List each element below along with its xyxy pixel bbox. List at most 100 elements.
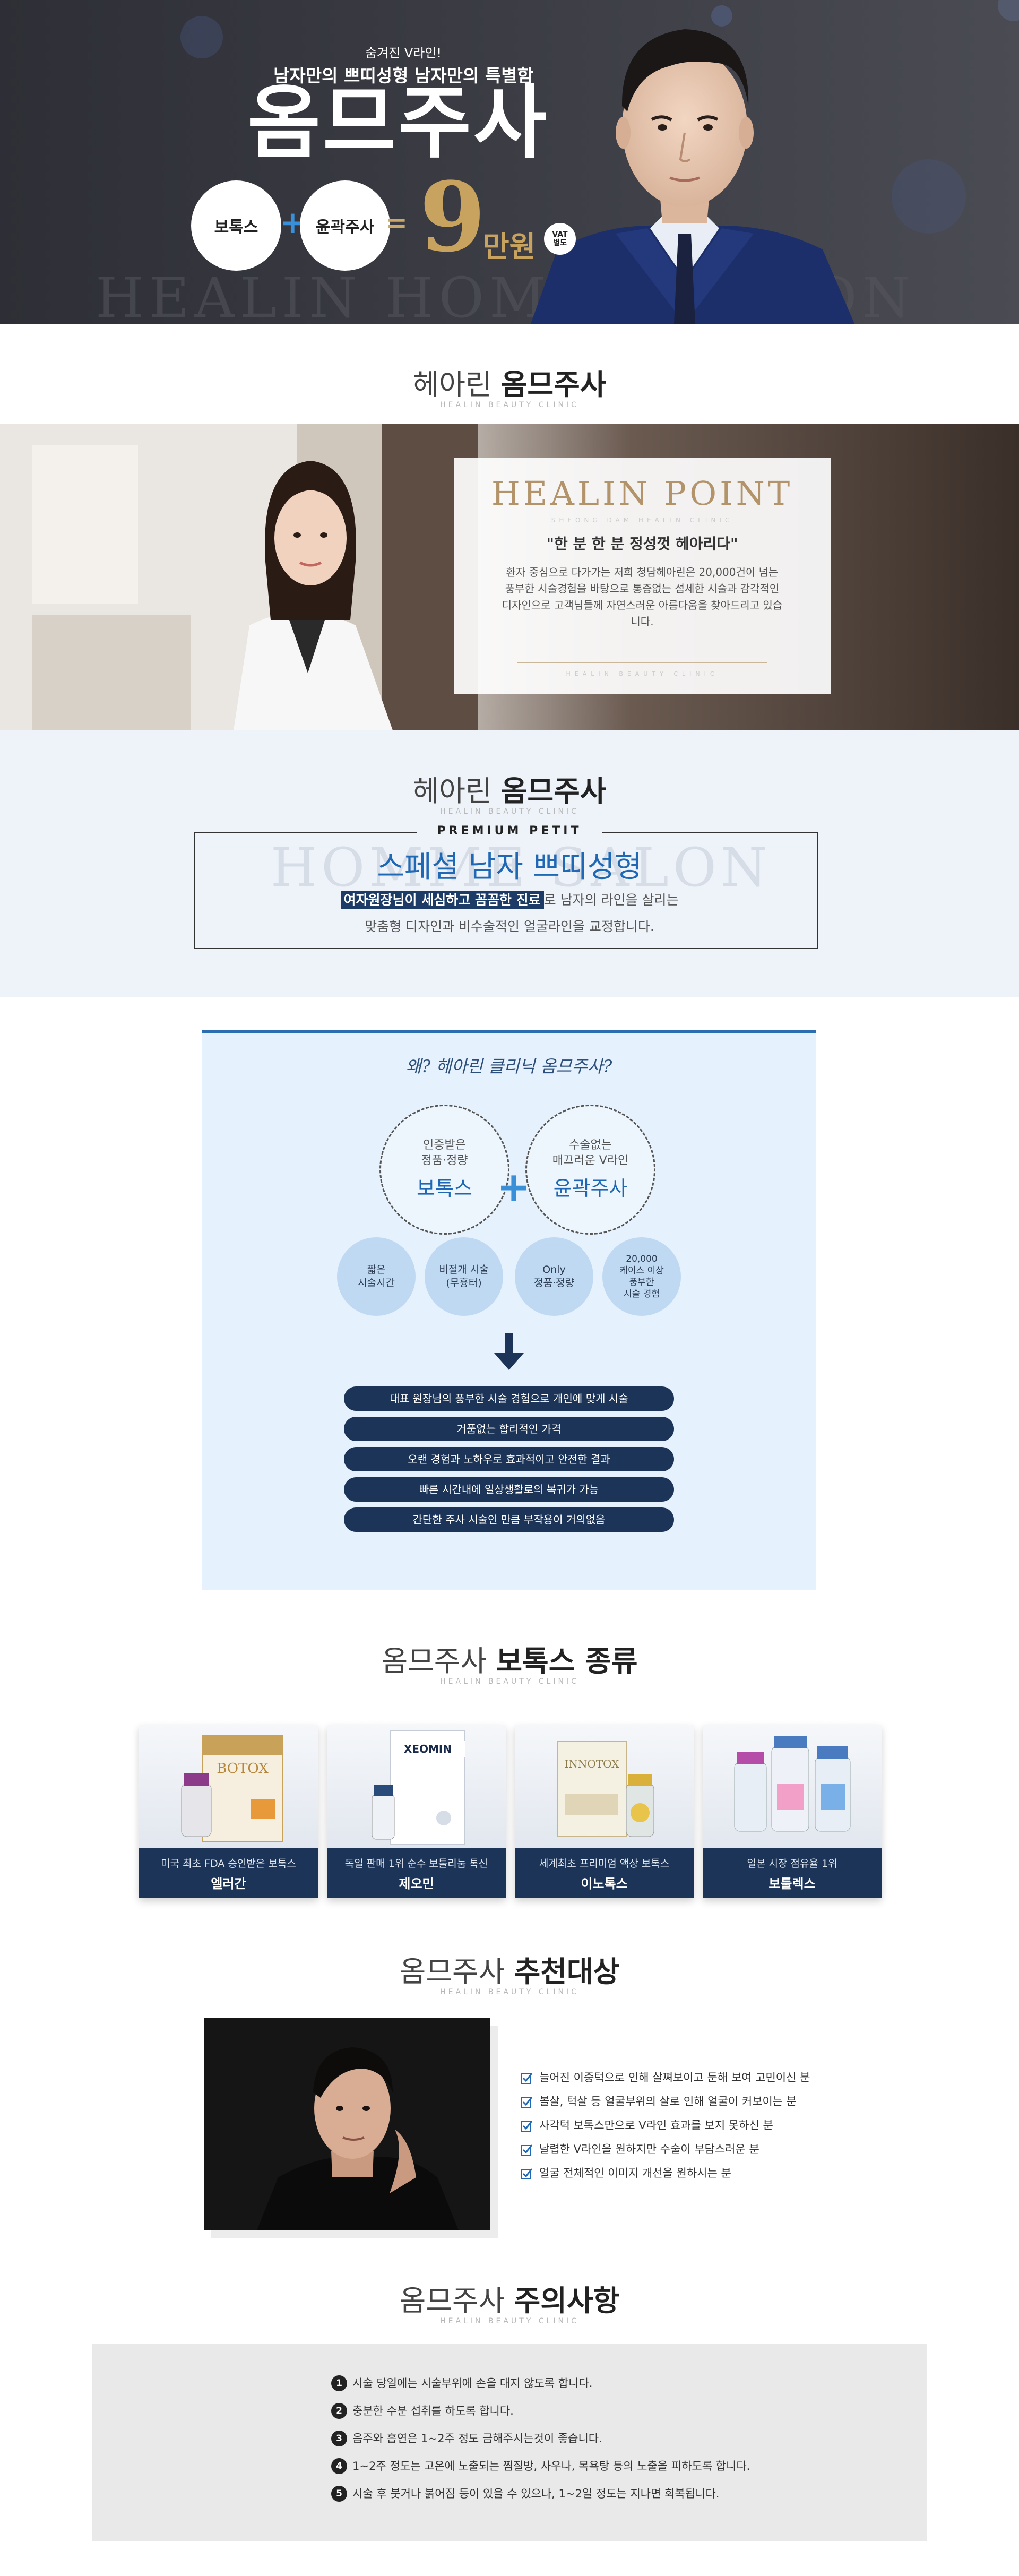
- why-homme-section: 왜? 헤아린 클리닉 옴므주사? 인증받은 정품·정량 보톡스 + 수술없는 매…: [202, 1030, 816, 1590]
- hero-item-contour: 윤곽주사: [300, 180, 390, 271]
- product-caption: 일본 시장 점유율 1위 보툴렉스: [703, 1848, 882, 1898]
- why-circle-botox-label: 보톡스: [417, 1176, 472, 1200]
- recommended-item-text: 볼살, 턱살 등 얼굴부위의 살로 인해 얼굴이 커보이는 분: [539, 2095, 797, 2108]
- benefit-pill: 거품없는 합리적인 가격: [344, 1417, 674, 1441]
- heading-bold: 추천대상: [514, 1955, 620, 1988]
- benefit-pill: 오랜 경험과 노하우로 효과적이고 안전한 결과: [344, 1447, 674, 1471]
- section-subheading: HEALIN BEAUTY CLINIC: [440, 2317, 579, 2325]
- checkbox-icon: [521, 2097, 533, 2108]
- recommended-model-photo: [204, 2018, 490, 2230]
- healin-point-description: 환자 중심으로 다가가는 저희 청담헤아린은 20,000건이 넘는 풍부한 시…: [502, 566, 783, 628]
- checkbox-icon: [521, 2121, 533, 2132]
- product-name: 이노톡스: [581, 1876, 628, 1891]
- plus-icon: +: [497, 1163, 531, 1210]
- number-badge: 1: [331, 2375, 347, 2391]
- benefit-pill: 대표 원장님의 풍부한 시술 경험으로 개인에 맞게 시술: [344, 1386, 674, 1411]
- recommended-item: 볼살, 턱살 등 얼굴부위의 살로 인해 얼굴이 커보이는 분: [520, 2092, 998, 2116]
- section-heading-caution: 옴므주사 주의사항: [0, 2277, 1019, 2319]
- product-caption: 미국 최초 FDA 승인받은 보톡스 엘러간: [139, 1848, 318, 1898]
- heading-light: 옴므주사: [399, 2284, 505, 2317]
- healin-point-logo-sub: SHEONG DAM HEALIN CLINIC: [551, 516, 733, 524]
- product-card-xeomin[interactable]: XEOMIN 독일 판매 1위 순수 보툴리눔 톡신 제오민: [327, 1725, 506, 1898]
- caution-item-text: 1~2주 정도는 고온에 노출되는 찜질방, 사우나, 목욕탕 등의 노출을 피…: [352, 2460, 750, 2472]
- checkbox-icon: [521, 2168, 533, 2179]
- premium-label: PREMIUM PETIT: [417, 821, 602, 842]
- why-circle-botox: 인증받은 정품·정량 보톡스: [379, 1105, 510, 1235]
- product-desc: 미국 최초 FDA 승인받은 보톡스: [161, 1858, 296, 1869]
- down-arrow-icon-head: [494, 1353, 524, 1370]
- feature-circle: 비절개 시술 (무흉터): [425, 1237, 503, 1316]
- feature-circle: Only 정품·정량: [515, 1237, 593, 1316]
- benefit-pill: 간단한 주사 시술인 만큼 부작용이 거의없음: [344, 1507, 674, 1532]
- product-caption: 세계최초 프리미엄 액상 보톡스 이노톡스: [515, 1848, 694, 1898]
- healin-point-logo: HEALIN POINT: [491, 474, 793, 513]
- premium-line-2: 맞춤형 디자인과 비수술적인 얼굴라인을 교정합니다.: [365, 919, 654, 934]
- section-subheading: HEALIN BEAUTY CLINIC: [440, 807, 579, 816]
- premium-background-text: HOMME SALON: [271, 837, 772, 899]
- heading-bold: 주의사항: [514, 2284, 620, 2317]
- product-card-botulax[interactable]: 일본 시장 점유율 1위 보툴렉스: [703, 1725, 882, 1898]
- caution-box: 1 시술 당일에는 시술부위에 손을 대지 않도록 합니다. 2 충분한 수분 …: [92, 2344, 927, 2541]
- hero-subtitle-1: 숨겨진 V라인!: [365, 46, 442, 61]
- checkbox-icon: [521, 2144, 533, 2156]
- box-label: BOTOX: [217, 1761, 269, 1777]
- heading-bold: 옴므주사: [500, 774, 607, 808]
- caution-item-text: 시술 후 붓거나 붉어짐 등이 있을 수 있으나, 1~2일 정도는 지나면 회…: [352, 2487, 720, 2500]
- heading-light: 옴므주사: [381, 1644, 487, 1678]
- vat-badge-line2: 별도: [553, 239, 567, 247]
- botox-box-image: BOTOX: [139, 1725, 318, 1848]
- recommended-item: 사각턱 보톡스만으로 V라인 효과를 보지 못하신 분: [520, 2116, 998, 2140]
- hero-banner: HEALIN HOMME SALON: [0, 0, 1019, 324]
- section-heading-healin: 헤아린 옴므주사: [0, 361, 1019, 403]
- recommended-item-text: 날렵한 V라인을 원하지만 수술이 부담스러운 분: [539, 2143, 759, 2156]
- product-name: 보툴렉스: [768, 1876, 816, 1891]
- hero-deco-circle: [892, 159, 966, 234]
- heading-bold: 옴므주사: [500, 368, 607, 401]
- section-subheading: HEALIN BEAUTY CLINIC: [440, 401, 579, 409]
- hero-deco-circle: [711, 5, 732, 27]
- premium-petit-section: 헤아린 옴므주사 HEALIN BEAUTY CLINIC HOMME SALO…: [0, 730, 1019, 997]
- equals-icon: =: [385, 207, 408, 238]
- innotox-box-image: INNOTOX: [515, 1725, 694, 1848]
- product-name: 엘러간: [211, 1876, 246, 1891]
- caution-item-text: 충분한 수분 섭취를 하도록 합니다.: [352, 2405, 514, 2417]
- caution-item-text: 시술 당일에는 시술부위에 손을 대지 않도록 합니다.: [352, 2377, 593, 2390]
- why-circle-botox-desc: 인증받은 정품·정량: [421, 1139, 468, 1167]
- recommended-item-text: 얼굴 전체적인 이미지 개선을 원하시는 분: [539, 2167, 731, 2179]
- number-badge: 4: [331, 2458, 347, 2474]
- product-name: 제오민: [399, 1876, 434, 1891]
- healin-point-card: HEALIN POINT SHEONG DAM HEALIN CLINIC "한…: [454, 458, 831, 694]
- recommended-item-text: 늘어진 이중턱으로 인해 살쪄보이고 둔해 보여 고민이신 분: [539, 2071, 810, 2084]
- hero-subtitle-2: 남자만의 쁘띠성형 남자만의 특별함: [273, 65, 533, 86]
- premium-line-1-rest: 로 남자의 라인을 살리는: [543, 892, 679, 908]
- caution-item-text: 음주와 흡연은 1~2주 정도 금해주시는것이 좋습니다.: [352, 2432, 602, 2445]
- section-heading-recommended: 옴므주사 추천대상: [0, 1948, 1019, 1990]
- heading-light: 헤아린: [412, 368, 492, 401]
- caution-item: 3 음주와 흡연은 1~2주 정도 금해주시는것이 좋습니다.: [331, 2428, 602, 2449]
- feature-circle: 짧은 시술시간: [337, 1237, 416, 1316]
- hero-deco-circle: [180, 16, 223, 58]
- recommended-item: 늘어진 이중턱으로 인해 살쪄보이고 둔해 보여 고민이신 분: [520, 2069, 998, 2092]
- benefit-pill: 빠른 시간내에 일상생활로의 복귀가 가능: [344, 1477, 674, 1502]
- product-desc: 일본 시장 점유율 1위: [747, 1858, 837, 1869]
- premium-highlight: 여자원장님이 세심하고 꼼꼼한 진료: [340, 891, 544, 909]
- heading-light: 옴므주사: [399, 1955, 505, 1988]
- caution-item: 4 1~2주 정도는 고온에 노출되는 찜질방, 사우나, 목욕탕 등의 노출을…: [331, 2456, 750, 2477]
- hero-item-contour-label: 윤곽주사: [315, 218, 375, 237]
- section-subheading: HEALIN BEAUTY CLINIC: [440, 1677, 579, 1686]
- vat-badge: VAT 별도: [544, 223, 576, 255]
- healin-point-section: HEALIN POINT SHEONG DAM HEALIN CLINIC "한…: [0, 424, 1019, 730]
- hero-model-image: [531, 29, 854, 324]
- product-card-innotox[interactable]: INNOTOX 세계최초 프리미엄 액상 보톡스 이노톡스: [515, 1725, 694, 1898]
- premium-headline: 스페셜 남자 쁘띠성형: [377, 850, 642, 884]
- caution-item: 2 충분한 수분 섭취를 하도록 합니다.: [331, 2400, 514, 2422]
- product-desc: 세계최초 프리미엄 액상 보톡스: [539, 1858, 670, 1869]
- section-heading-botox-types: 옴므주사 보톡스 종류: [0, 1638, 1019, 1679]
- product-card-allergan[interactable]: BOTOX 미국 최초 FDA 승인받은 보톡스 엘러간: [139, 1725, 318, 1898]
- recommended-item: 얼굴 전체적인 이미지 개선을 원하시는 분: [520, 2164, 998, 2188]
- down-arrow-icon: [505, 1333, 513, 1354]
- why-circle-contour-label: 윤곽주사: [553, 1176, 628, 1200]
- recommended-item-text: 사각턱 보톡스만으로 V라인 효과를 보지 못하신 분: [539, 2119, 773, 2132]
